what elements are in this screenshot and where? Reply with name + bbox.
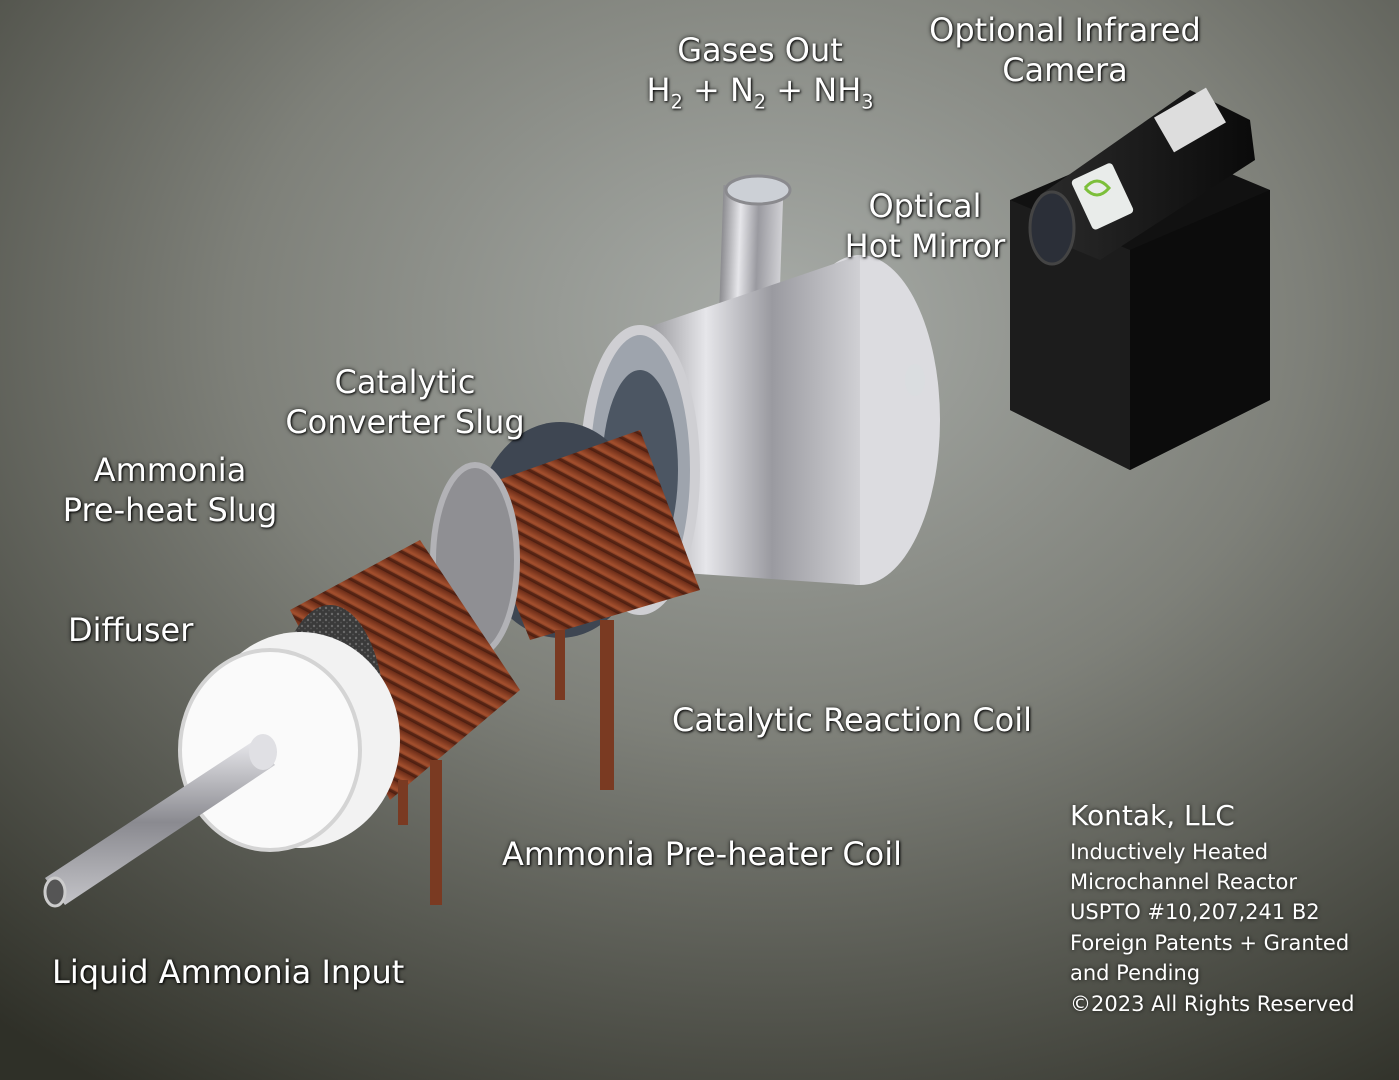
catalytic-converter-slug-label: Catalytic Converter Slug bbox=[280, 362, 530, 442]
infrared-camera bbox=[1010, 87, 1270, 470]
info-line-6: ©2023 All Rights Reserved bbox=[1070, 991, 1355, 1016]
formula-h-subscript: 2 bbox=[670, 90, 683, 114]
optional-ir-camera-line1: Optional Infrared bbox=[929, 11, 1201, 49]
gases-out-formula: H2 + N2 + NH3 bbox=[640, 70, 880, 114]
ammonia-preheater-coil-label: Ammonia Pre-heater Coil bbox=[502, 835, 903, 873]
ammonia-preheat-slug-line1: Ammonia bbox=[93, 451, 247, 489]
gases-out-label: Gases Out H2 + N2 + NH3 bbox=[640, 30, 880, 114]
optical-hot-mirror-line1: Optical bbox=[868, 187, 982, 225]
ammonia-preheat-slug-label: Ammonia Pre-heat Slug bbox=[55, 450, 285, 530]
ammonia-preheat-slug-line2: Pre-heat Slug bbox=[62, 491, 278, 529]
optional-ir-camera-line2: Camera bbox=[1002, 51, 1128, 89]
info-line-5: and Pending bbox=[1070, 961, 1201, 986]
optional-ir-camera-label: Optional Infrared Camera bbox=[915, 10, 1215, 90]
company-info-block: Kontak, LLC Inductively Heated Microchan… bbox=[1070, 796, 1354, 1019]
formula-n: + N bbox=[682, 71, 754, 109]
formula-n-subscript: 2 bbox=[753, 90, 767, 114]
info-line-2: Microchannel Reactor bbox=[1070, 870, 1297, 895]
optical-hot-mirror-label: Optical Hot Mirror bbox=[830, 186, 1020, 266]
diffuser-label: Diffuser bbox=[68, 611, 194, 649]
catalytic-converter-slug-line1: Catalytic bbox=[334, 363, 476, 401]
info-line-1: Inductively Heated bbox=[1070, 839, 1269, 864]
catalytic-converter-slug-line2: Converter Slug bbox=[285, 403, 525, 441]
formula-nh-subscript: 3 bbox=[861, 90, 874, 114]
gases-out-title: Gases Out bbox=[677, 31, 843, 69]
inlet-tube bbox=[43, 734, 277, 908]
company-name: Kontak, LLC bbox=[1070, 799, 1235, 832]
info-line-4: Foreign Patents + Granted bbox=[1070, 930, 1350, 955]
optical-hot-mirror-line2: Hot Mirror bbox=[844, 227, 1006, 265]
info-line-3: USPTO #10,207,241 B2 bbox=[1070, 900, 1320, 925]
formula-nh: + NH bbox=[766, 71, 862, 109]
catalytic-reaction-coil bbox=[430, 422, 700, 790]
catalytic-reaction-coil-label: Catalytic Reaction Coil bbox=[672, 701, 1032, 739]
liquid-ammonia-input-label: Liquid Ammonia Input bbox=[52, 953, 405, 991]
formula-h: H bbox=[646, 71, 671, 109]
